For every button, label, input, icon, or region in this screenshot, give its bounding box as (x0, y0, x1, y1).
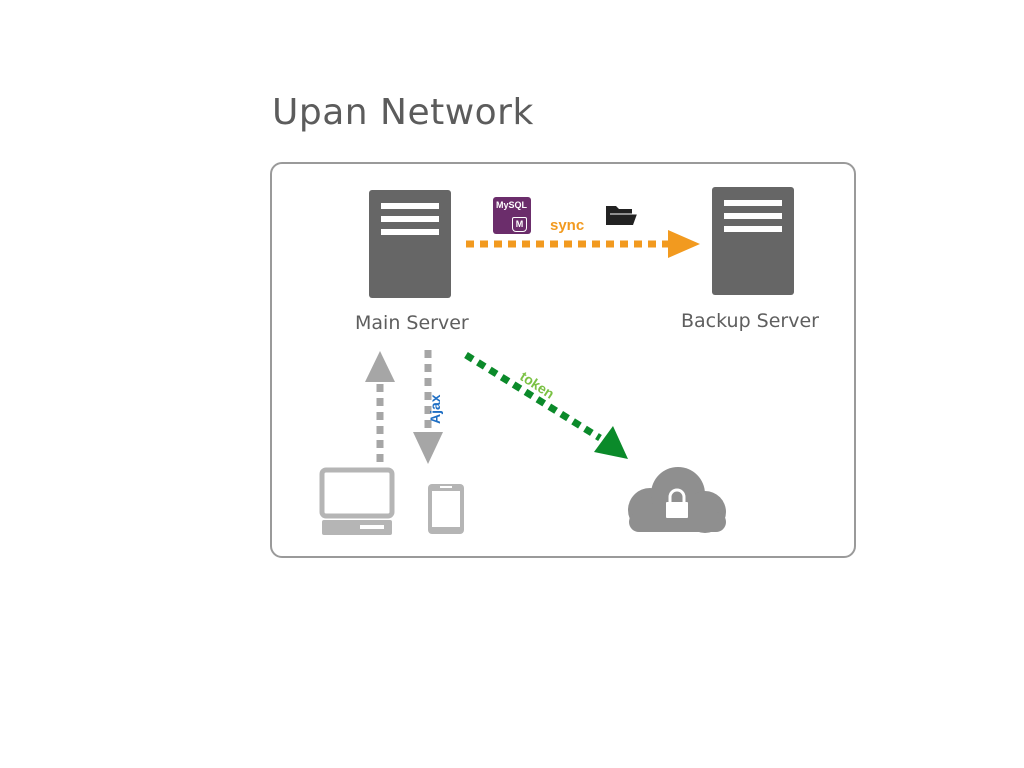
backup-server-icon (712, 187, 794, 295)
main-server-icon (369, 190, 451, 298)
token-arrow (464, 352, 628, 459)
desktop-icon (319, 467, 395, 535)
desktop-to-main-arrow (365, 351, 395, 462)
page-title: Upan Network (272, 92, 534, 133)
cloud-lock-icon (628, 467, 726, 533)
ajax-label: Ajax (427, 394, 443, 424)
main-to-mobile-arrow (413, 350, 443, 464)
mobile-icon (428, 484, 464, 534)
mysql-badge-text: MySQL (496, 200, 528, 210)
sync-label: sync (550, 217, 585, 234)
mysql-badge-m: M (512, 217, 527, 232)
sync-arrow (466, 230, 700, 258)
network-panel (270, 162, 856, 558)
folder-icon (606, 206, 637, 225)
mysql-icon: MySQL M (493, 197, 531, 234)
backup-server-label: Backup Server (681, 310, 819, 332)
main-server-label: Main Server (355, 312, 469, 334)
